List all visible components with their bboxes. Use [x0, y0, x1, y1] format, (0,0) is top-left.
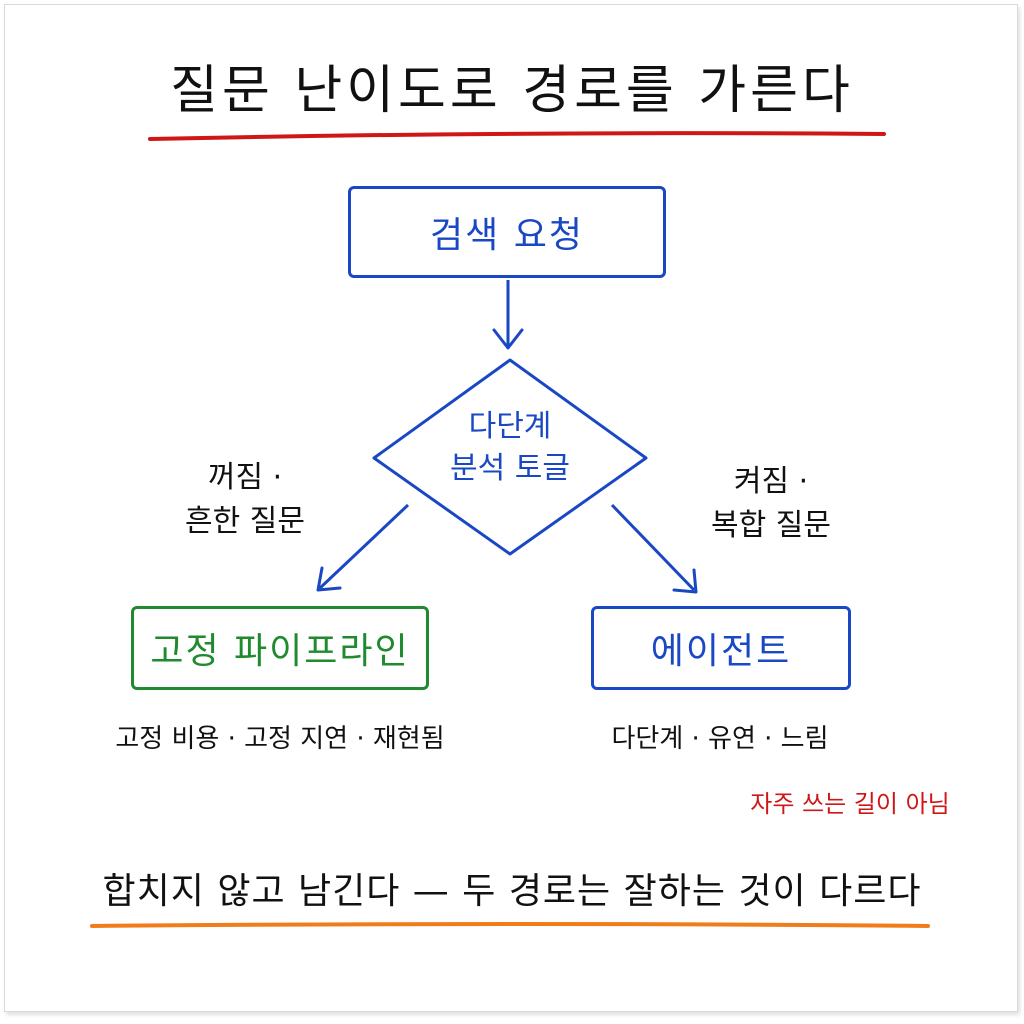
branch-on-label: 켜짐 · 복합 질문 — [676, 460, 866, 548]
toggle-diamond-label: 다단계 분석 토글 — [412, 406, 608, 490]
search-request-box: 검색 요청 — [348, 186, 666, 278]
agent-box: 에이전트 — [591, 606, 851, 690]
page-title: 질문 난이도로 경로를 가른다 — [170, 61, 854, 121]
toggle-diamond — [372, 358, 648, 556]
arrow-head-search-to-toggle — [492, 328, 524, 350]
agent-caption: 다단계 · 유연 · 느림 — [611, 724, 829, 754]
agent-note: 자주 쓰는 길이 아님 — [750, 790, 950, 818]
footer-summary: 합치지 않고 남긴다 — 두 경로는 잘하는 것이 다르다 — [102, 871, 922, 912]
arrow-head-toggle-to-pipeline — [316, 566, 342, 592]
branch-on-line2: 복합 질문 — [711, 508, 831, 543]
title-underline — [148, 131, 886, 141]
toggle-label-line1: 다단계 — [468, 409, 552, 444]
agent-label: 에이전트 — [650, 631, 792, 672]
branch-off-label: 꺼짐 · 흔한 질문 — [150, 456, 340, 544]
toggle-label-line2: 분석 토글 — [450, 451, 570, 486]
search-request-label: 검색 요청 — [430, 215, 584, 256]
arrow-toggle-to-agent — [610, 503, 696, 592]
footer-underline — [90, 922, 930, 928]
diagram-canvas — [4, 4, 1018, 1012]
pipeline-caption: 고정 비용 · 고정 지연 · 재현됨 — [115, 724, 445, 754]
arrow-toggle-to-pipeline — [318, 503, 410, 590]
fixed-pipeline-box: 고정 파이프라인 — [131, 606, 429, 690]
fixed-pipeline-label: 고정 파이프라인 — [150, 631, 410, 672]
arrow-head-toggle-to-agent — [672, 568, 698, 594]
branch-on-line1: 켜짐 · — [733, 464, 809, 499]
branch-off-line2: 흔한 질문 — [185, 504, 305, 539]
branch-off-line1: 꺼짐 · — [207, 460, 283, 495]
